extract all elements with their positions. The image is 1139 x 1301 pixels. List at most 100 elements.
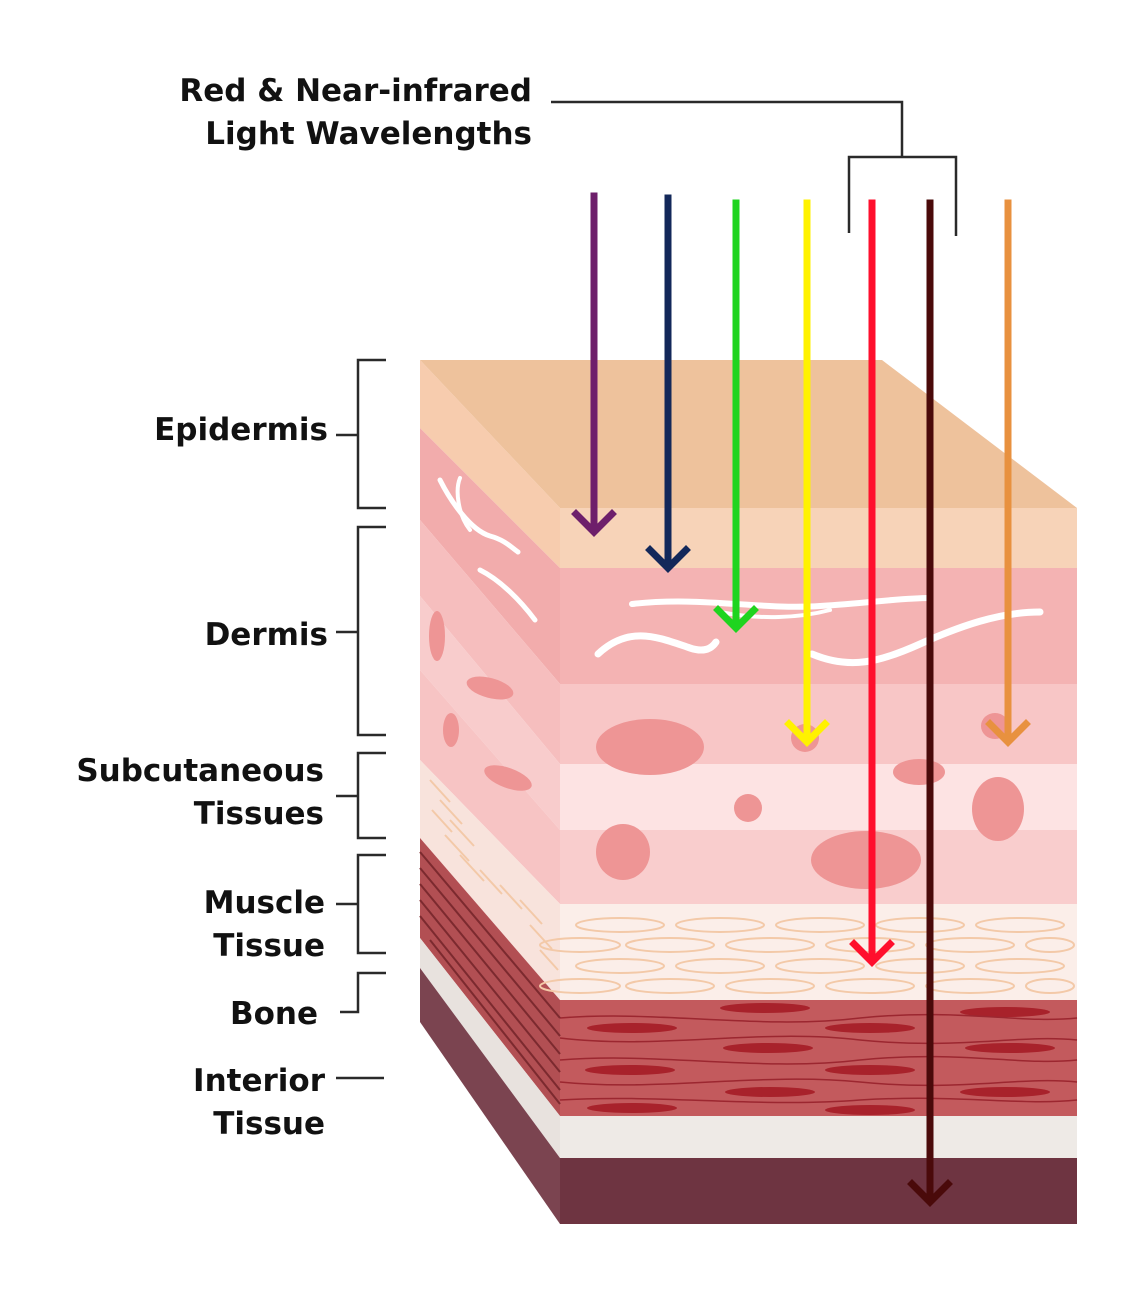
- label-interior-line1: Interior: [193, 1063, 326, 1099]
- muscle-cell: [587, 1023, 677, 1033]
- fat-cell: [725, 978, 815, 994]
- cell-side-2: [466, 676, 514, 700]
- brackets: [336, 100, 958, 1080]
- fiber-2: [594, 632, 720, 658]
- header-bracket: [847, 155, 958, 236]
- fat-cell: [725, 937, 815, 953]
- cell-1: [596, 719, 704, 775]
- layer-bone-front: [560, 1116, 1077, 1158]
- arrow-blue: [645, 194, 691, 573]
- cell-side-4: [484, 765, 532, 791]
- labels: Red & Near-infrared Light Wavelengths Ep…: [76, 73, 532, 1142]
- label-muscle-line2: Tissue: [213, 928, 325, 964]
- arrow-yellow: [784, 199, 830, 747]
- fiber-side-2: [477, 567, 538, 623]
- fat-cell: [775, 958, 865, 974]
- muscle-side-line: [419, 851, 561, 1019]
- label-interior-line2: Tissue: [213, 1106, 325, 1142]
- cell-7: [596, 824, 650, 880]
- muscle-cell: [723, 1043, 813, 1053]
- fat-cell: [625, 937, 715, 953]
- muscle-bracket: [356, 853, 386, 955]
- cell-5: [734, 794, 762, 822]
- cell-side-1: [429, 611, 445, 661]
- layer-interior-front: [560, 1158, 1077, 1224]
- label-muscle-line1: Muscle: [204, 885, 325, 921]
- label-subcutaneous-line1: Subcutaneous: [76, 753, 324, 789]
- fiber-1: [629, 595, 933, 610]
- layer-subcutaneous-side-2: [420, 596, 560, 830]
- fat-cell: [575, 958, 665, 974]
- muscle-cell: [825, 1105, 915, 1115]
- fat-cell: [825, 978, 915, 994]
- layer-dermis-side: [420, 428, 560, 684]
- fat-cell: [775, 917, 865, 933]
- fat-cell: [575, 917, 665, 933]
- muscle-side-line: [429, 939, 561, 1105]
- fat-cell: [539, 978, 621, 994]
- fat-cell: [675, 917, 765, 933]
- block-top-face: [420, 360, 1077, 508]
- arrow-red: [849, 199, 895, 967]
- dermis-bracket: [356, 525, 386, 737]
- header-label-line2: Light Wavelengths: [205, 116, 532, 152]
- muscle-side-line: [419, 883, 561, 1055]
- fat-cell: [1025, 978, 1075, 994]
- header-label-line1: Red & Near-infrared: [179, 73, 532, 109]
- fat-cell: [925, 978, 1015, 994]
- layer-epidermis-front: [560, 508, 1077, 568]
- muscle-cell: [585, 1065, 675, 1075]
- subcutaneous-bracket: [356, 751, 386, 840]
- fiber-side-3: [455, 476, 472, 532]
- fiber-side-1: [437, 477, 521, 555]
- muscle-cell: [720, 1003, 810, 1013]
- layer-dermis-front: [560, 568, 1077, 684]
- label-dermis: Dermis: [205, 617, 328, 653]
- fat-cell: [975, 958, 1065, 974]
- muscle-side-line: [419, 867, 561, 1037]
- bone-bracket: [340, 971, 386, 1014]
- muscle-line: [559, 1013, 1078, 1023]
- fat-cell: [539, 937, 621, 953]
- arrow-near-infrared: [907, 199, 953, 1207]
- fat-cell: [975, 917, 1065, 933]
- muscle-line: [559, 1035, 1078, 1045]
- muscle-cell: [725, 1087, 815, 1097]
- cell-6: [972, 777, 1024, 841]
- muscle-cell: [587, 1103, 677, 1113]
- fat-cell: [1025, 937, 1075, 953]
- label-subcutaneous-line2: Tissues: [194, 796, 324, 832]
- muscle-cell: [825, 1023, 915, 1033]
- arrow-orange: [985, 199, 1031, 747]
- muscle-side-line: [419, 899, 561, 1073]
- header-leader-line: [551, 100, 904, 157]
- muscle-fibers: [419, 851, 1078, 1115]
- layer-bone-side: [420, 938, 560, 1158]
- fat-cell: [875, 917, 965, 933]
- cell-side-3: [443, 713, 459, 747]
- arrow-green: [713, 199, 759, 633]
- muscle-cell: [965, 1043, 1055, 1053]
- cell-8: [811, 831, 921, 889]
- label-bone: Bone: [230, 996, 318, 1032]
- epidermis-bracket: [356, 358, 386, 510]
- arrow-violet: [571, 192, 617, 537]
- wavelength-arrows: [571, 192, 1031, 1207]
- fat-cell: [625, 978, 715, 994]
- muscle-cell: [960, 1007, 1050, 1017]
- layer-epidermis-side: [420, 360, 560, 568]
- fat-cell: [675, 958, 765, 974]
- muscle-cell: [825, 1065, 915, 1075]
- fat-cell: [875, 958, 965, 974]
- cell-4: [893, 759, 945, 785]
- muscle-line: [559, 1055, 1078, 1065]
- fat-cell: [925, 937, 1015, 953]
- fat-cell-outlines: [429, 779, 1075, 994]
- label-epidermis: Epidermis: [154, 412, 328, 448]
- muscle-side-line: [419, 915, 561, 1091]
- muscle-cell: [960, 1087, 1050, 1097]
- fat-side-outline: [429, 779, 559, 971]
- muscle-line: [559, 1078, 1078, 1087]
